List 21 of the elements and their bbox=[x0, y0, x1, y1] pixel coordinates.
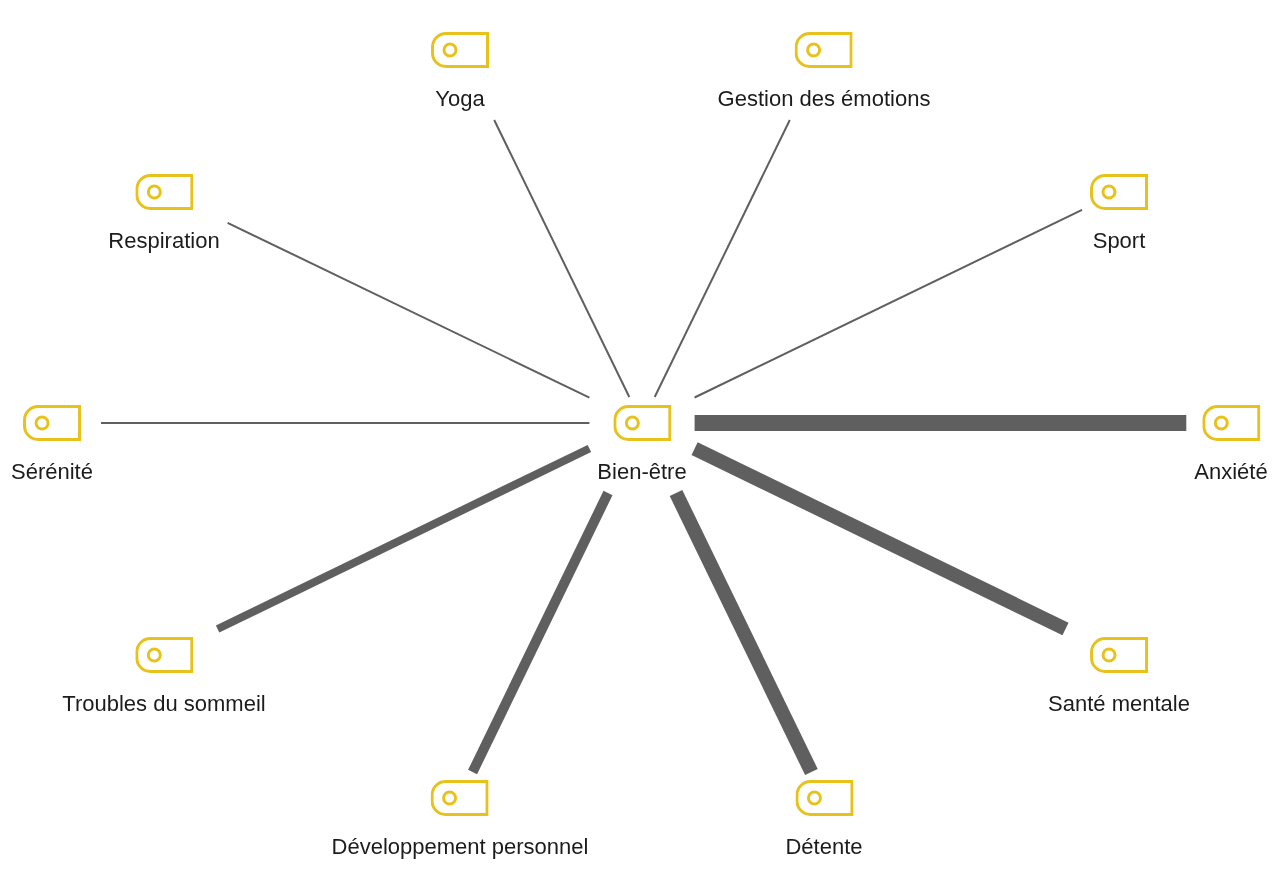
connector-line bbox=[691, 442, 1069, 636]
connector-line bbox=[694, 415, 1187, 431]
node-label: Troubles du sommeil bbox=[62, 691, 266, 717]
connector-line bbox=[653, 119, 791, 398]
connector-line bbox=[468, 490, 613, 775]
node-label: Santé mentale bbox=[1048, 691, 1190, 717]
node-label: Bien-être bbox=[597, 459, 687, 485]
node-label: Développement personnel bbox=[331, 834, 589, 860]
node-label: Respiration bbox=[108, 228, 220, 254]
connector-line bbox=[226, 221, 591, 399]
connector-line bbox=[669, 489, 818, 776]
node-label: Sérénité bbox=[11, 459, 93, 485]
node-label: Sport bbox=[1092, 228, 1146, 254]
node-label: Anxiété bbox=[1194, 459, 1268, 485]
connector-line bbox=[493, 119, 631, 398]
node-label: Détente bbox=[785, 834, 863, 860]
node-label: Gestion des émotions bbox=[717, 86, 931, 112]
connector-line bbox=[100, 422, 591, 424]
connector-line bbox=[215, 444, 592, 633]
connector-line bbox=[693, 208, 1083, 399]
node-label: Yoga bbox=[435, 86, 485, 112]
